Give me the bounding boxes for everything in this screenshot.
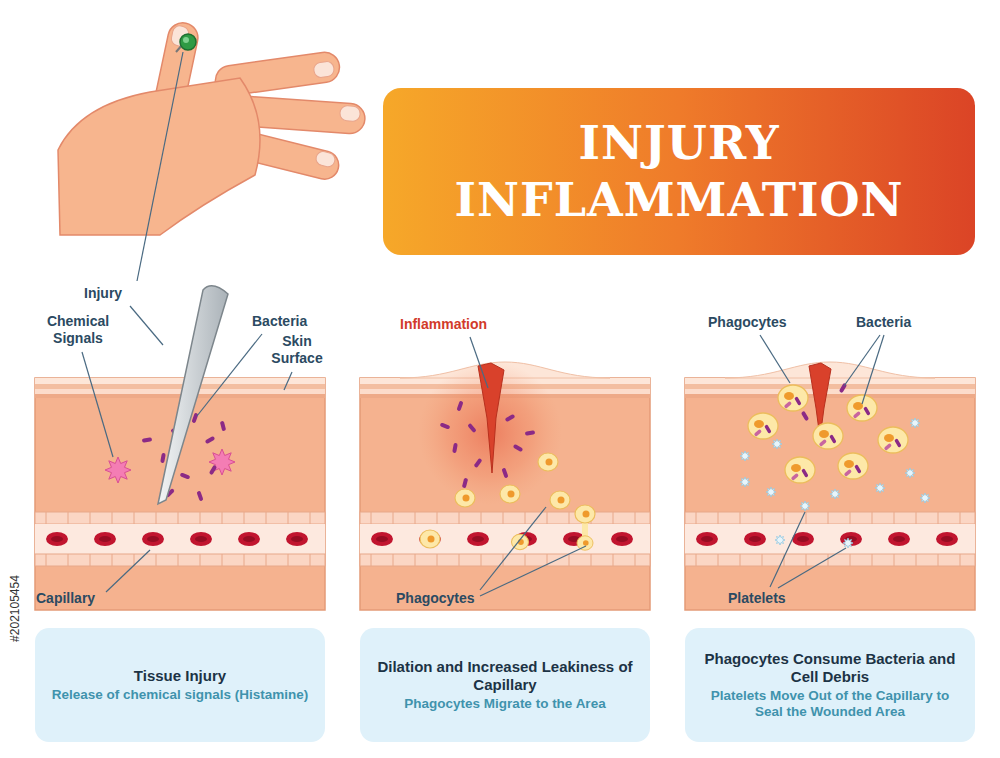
part-label: Capillary [36,590,95,607]
caption-heading: Tissue Injury [134,667,226,685]
skin-panel [685,362,975,610]
title: INJURY INFLAMMATION [419,115,939,227]
part-label: Bacteria [252,313,307,330]
watermark-id: #202105454 [7,562,24,656]
part-label: Inflammation [400,316,487,333]
caption-box: Tissue InjuryRelease of chemical signals… [35,628,325,742]
part-label: Phagocytes [396,590,475,607]
caption-body: Phagocytes Migrate to the Area [404,696,605,712]
title-banner: INJURY INFLAMMATION [383,88,975,255]
part-label: Bacteria [856,314,911,331]
caption-box: Phagocytes Consume Bacteria and Cell Deb… [685,628,975,742]
caption-heading: Phagocytes Consume Bacteria and Cell Deb… [697,650,963,686]
caption-box: Dilation and Increased Leakiness of Capi… [360,628,650,742]
part-label: Phagocytes [708,314,787,331]
thumbtack [176,34,196,52]
hand [58,20,366,235]
caption-body: Release of chemical signals (Histamine) [52,687,309,703]
knife [158,286,228,504]
caption-body: Platelets Move Out of the Capillary to S… [697,688,963,720]
caption-heading: Dilation and Increased Leakiness of Capi… [372,658,638,694]
part-label: Skin Surface [266,333,328,367]
skin-panel [360,361,650,610]
part-label: Injury [84,285,122,302]
part-label: Platelets [728,590,786,607]
part-label: Chemical Signals [36,313,120,347]
